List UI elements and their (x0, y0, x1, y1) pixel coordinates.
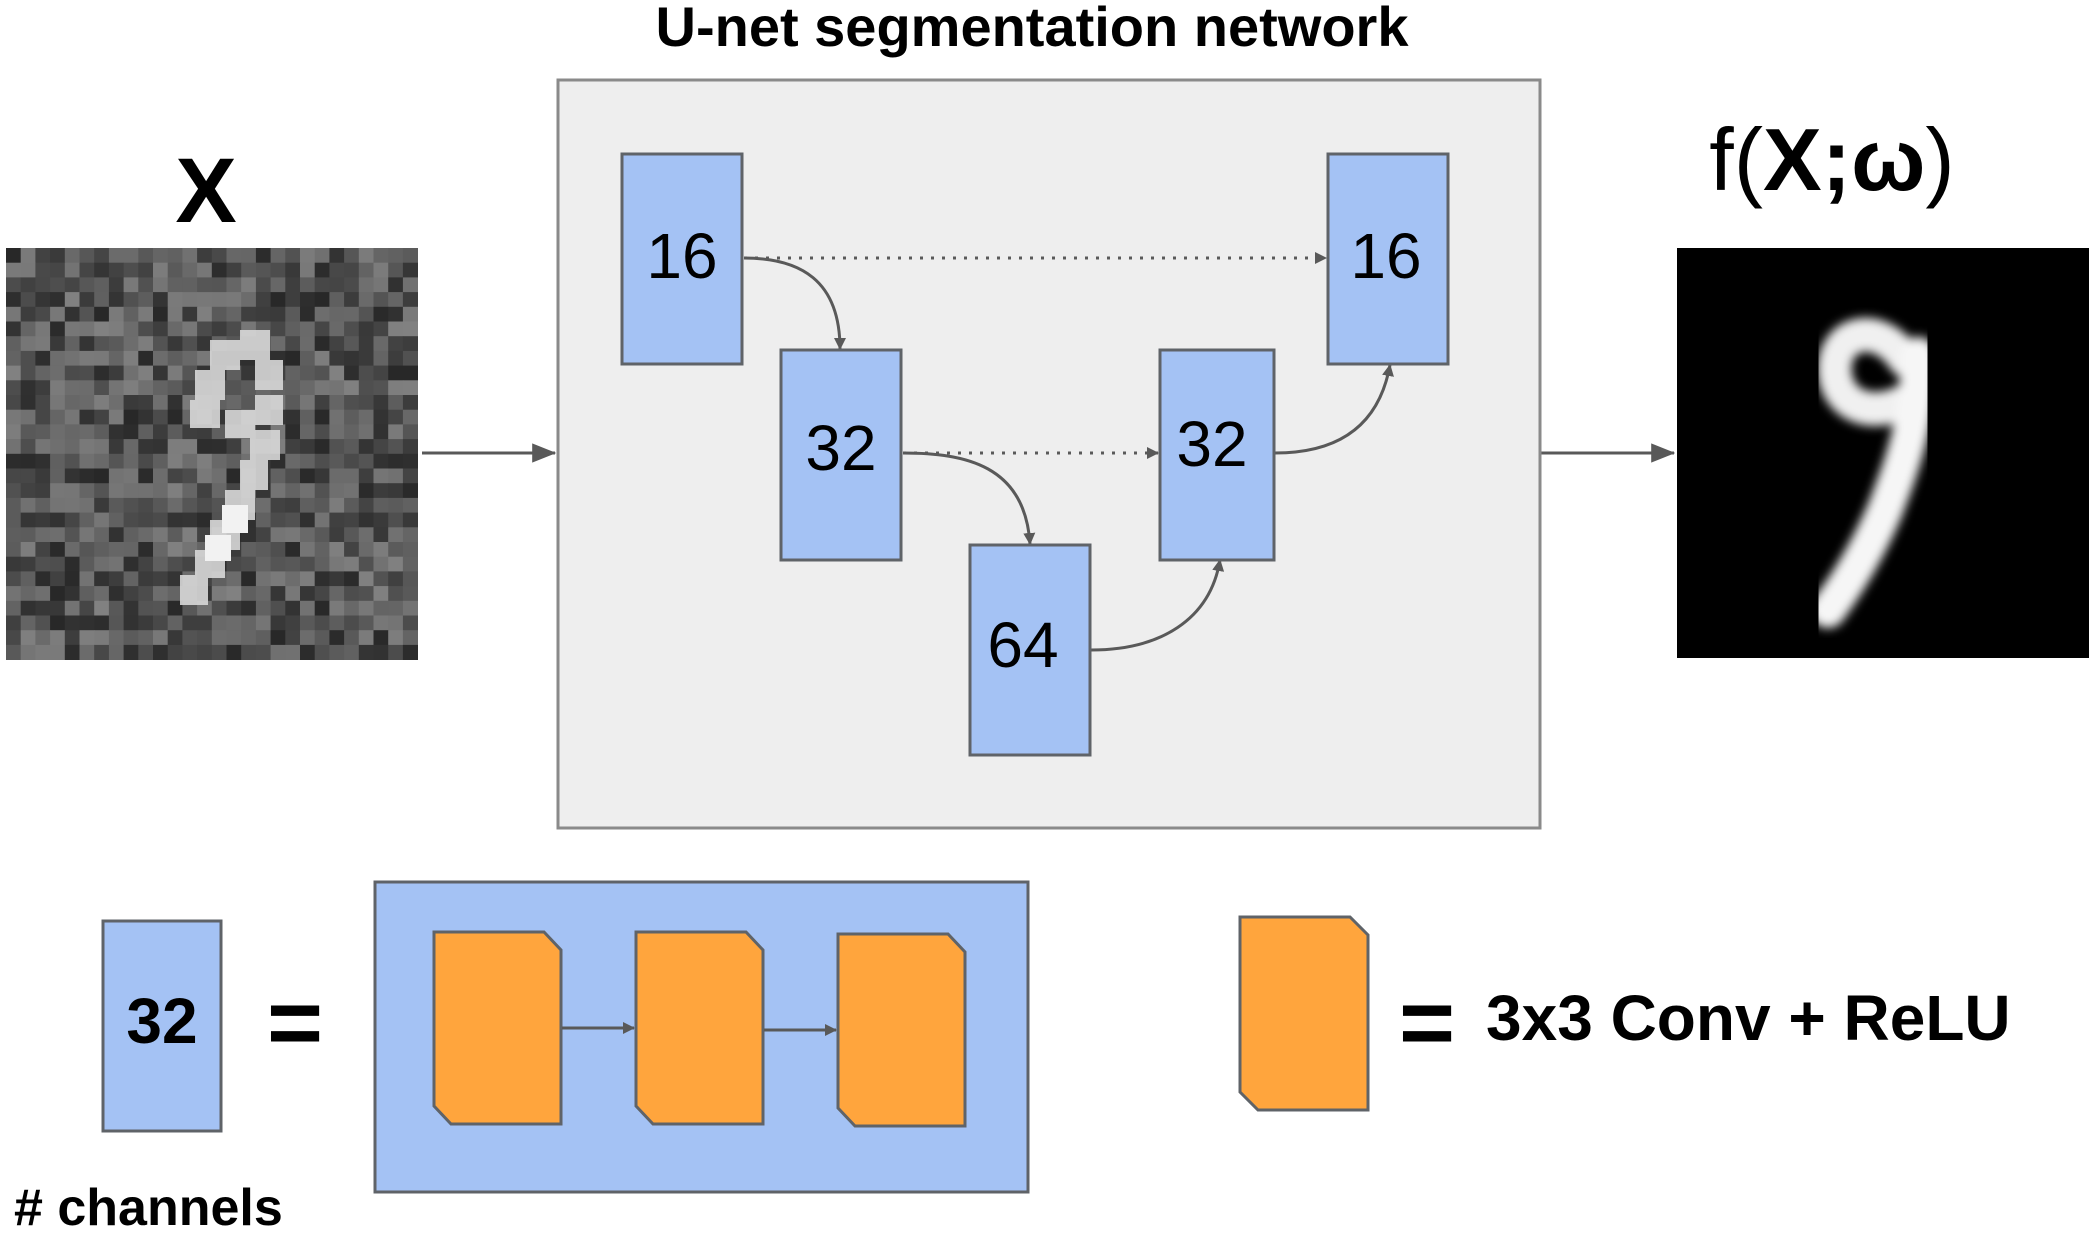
conv-layer-2 (634, 930, 765, 1126)
legend-expanded-block (373, 880, 1030, 1194)
legend-equals-sign: = (267, 969, 323, 1076)
channels-caption: # channels (14, 1179, 283, 1233)
block-enc2: 32 (779, 348, 903, 562)
conv-layer-3 (836, 932, 967, 1128)
legend-block-label: 32 (126, 985, 197, 1057)
noisy-digit-9-image (6, 248, 418, 660)
block-dec2: 32 (1158, 348, 1276, 562)
block-dec1-label: 16 (1350, 220, 1421, 292)
block-dec1: 16 (1326, 152, 1450, 366)
output-label-sep: ; (1822, 110, 1851, 209)
output-label-omega: ω (1851, 110, 1925, 209)
network-title: U-net segmentation network (656, 0, 1410, 58)
down-arrow-16-to-32 (743, 256, 846, 350)
conv-caption: 3x3 Conv + ReLU (1486, 982, 2011, 1054)
input-label: X (175, 140, 236, 242)
segmented-digit-9-image (1677, 248, 2089, 658)
block-dec2-label: 32 (1176, 408, 1247, 480)
up-arrow-32-to-16 (1274, 364, 1394, 455)
block-bottleneck-label: 64 (987, 609, 1058, 681)
conv-equals-sign: = (1399, 969, 1455, 1076)
up-arrow-64-to-32 (1090, 559, 1225, 652)
legend-conv-shape (1238, 915, 1370, 1112)
output-label: f(X;ω) (1709, 110, 1954, 209)
conv-layer-1 (432, 930, 563, 1126)
output-label-prefix: f( (1709, 110, 1763, 209)
block-enc1: 16 (620, 152, 744, 366)
block-enc1-label: 16 (646, 220, 717, 292)
output-label-x: X (1763, 110, 1822, 209)
block-bottleneck: 64 (968, 543, 1092, 757)
block-enc2-label: 32 (805, 412, 876, 484)
output-label-suffix: ) (1925, 110, 1954, 209)
legend-block: 32 (101, 919, 223, 1133)
down-arrow-32-to-64 (902, 451, 1036, 545)
